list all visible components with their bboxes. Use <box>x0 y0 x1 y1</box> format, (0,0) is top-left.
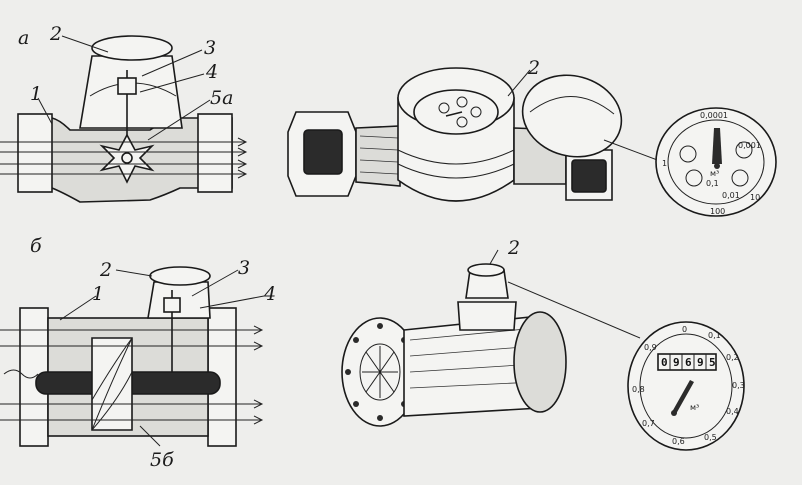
odometer-digit-2: 9 <box>673 356 680 369</box>
dial-large-scale-2: 0,2 <box>726 353 739 362</box>
dial-small-label-2: 0,001 <box>738 141 761 150</box>
dial-large-scale-9: 0,9 <box>644 343 657 352</box>
panel-a-callout-4: 4 <box>205 61 218 83</box>
dial-small: 0,0001 0,001 0,01 0,1 100 10 1 м³ <box>655 107 777 217</box>
odometer-digit-5: 5 <box>709 356 716 369</box>
panel-a-callout-2: 2 <box>49 23 62 45</box>
dial-large-scale-5: 0,5 <box>704 433 717 442</box>
dial-large-scale-3: 0,3 <box>732 381 745 390</box>
odometer-digit-3: 6 <box>685 356 692 369</box>
panel-b-callout-3: 3 <box>238 257 250 279</box>
dial-large-unit: м³ <box>690 403 699 412</box>
dial-small-unit: м³ <box>710 169 719 178</box>
dial-large-scale-8: 0,8 <box>632 385 645 394</box>
panel-a-callout-5a: 5а <box>210 87 233 109</box>
dial-small-label-4: 0,1 <box>706 179 719 188</box>
panel-b-letter: б <box>30 235 42 257</box>
dial-large-scale-0: 0 <box>682 325 687 334</box>
odometer-digit-4: 9 <box>697 356 704 369</box>
panel-a-letter: а <box>18 27 29 49</box>
panel-a-callout-1: 1 <box>30 83 42 105</box>
dial-large: 0 9 6 9 5 м³ 0 0,1 0,2 0,3 0,4 0,5 0,6 0… <box>627 321 745 451</box>
panel-a-callout-3: 3 <box>204 37 216 59</box>
dial-large-scale-4: 0,4 <box>726 407 739 416</box>
turbine-meter-illustration: 2 <box>341 237 641 427</box>
panel-a-cross-section: а 2 3 4 1 5а <box>0 23 248 203</box>
dial-large-scale-7: 0,7 <box>642 419 655 428</box>
dial-small-label-3: 0,01 <box>722 191 740 200</box>
dial-large-scale-6: 0,6 <box>672 437 685 446</box>
vane-meter-callout-2: 2 <box>527 57 540 79</box>
dial-small-label-5: 100 <box>710 207 725 216</box>
odometer-digit-1: 0 <box>661 356 668 369</box>
panel-b-callout-4: 4 <box>263 283 276 305</box>
dial-large-scale-1: 0,1 <box>708 331 721 340</box>
dial-small-label-7: 1 <box>662 159 667 168</box>
dial-small-label-1: 0,0001 <box>700 111 728 120</box>
vane-meter-illustration: 2 <box>287 57 669 202</box>
panel-b-callout-2: 2 <box>99 259 112 281</box>
dial-small-label-6: 10 <box>750 193 760 202</box>
panel-b-cross-section: б 2 3 4 1 5б <box>0 235 276 471</box>
panel-b-callout-5b: 5б <box>150 449 174 471</box>
turbine-meter-callout-2: 2 <box>507 237 520 259</box>
panel-b-callout-1: 1 <box>92 283 104 305</box>
